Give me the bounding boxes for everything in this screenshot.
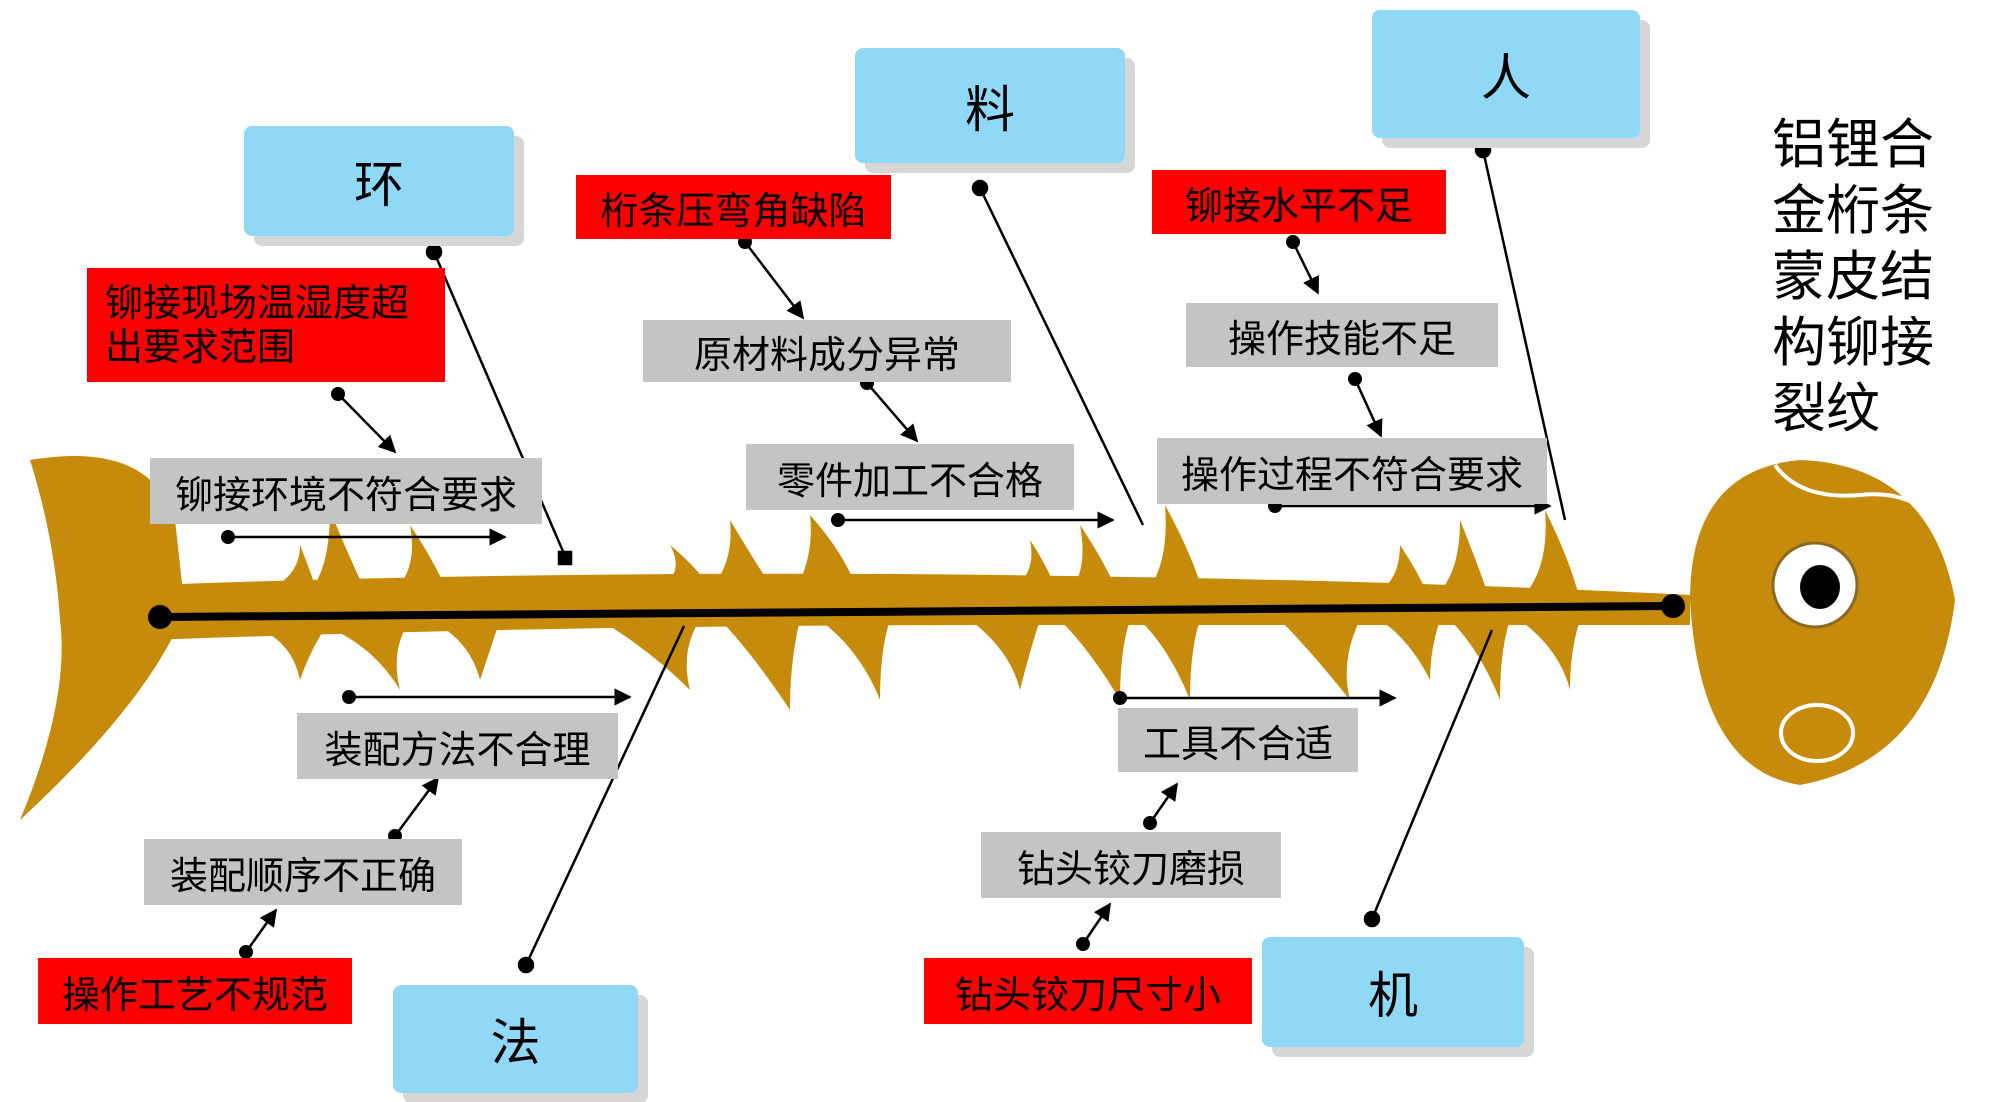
cause-meth-root: 操作工艺不规范 xyxy=(38,958,352,1024)
cause-mach-root: 钻头铰刀尺寸小 xyxy=(924,958,1252,1024)
cause-env-root: 铆接现场温湿度超出要求范围 xyxy=(87,268,445,382)
fish-gill xyxy=(1773,463,1937,522)
fish-bones-lower xyxy=(230,620,1580,710)
cause-arrow-dots xyxy=(221,235,1362,959)
cause-mat-mid1: 原材料成分异常 xyxy=(643,320,1011,382)
cause-meth-mid2: 装配方法不合理 xyxy=(297,713,618,779)
spine-tail-dot xyxy=(148,605,172,629)
category-branches xyxy=(425,141,1567,974)
spine-head-dot xyxy=(1661,594,1685,618)
cause-env-mid: 铆接环境不符合要求 xyxy=(150,458,542,524)
category-man: 人 xyxy=(1372,10,1640,138)
cause-meth-mid1: 装配顺序不正确 xyxy=(144,839,462,905)
category-method: 法 xyxy=(393,985,638,1093)
spine-line xyxy=(159,602,1674,621)
category-material: 料 xyxy=(855,48,1125,163)
cause-mach-mid1: 钻头铰刀磨损 xyxy=(981,832,1281,898)
fish-tail xyxy=(20,456,185,820)
cause-man-mid2: 操作过程不符合要求 xyxy=(1157,438,1547,504)
fish-mouth xyxy=(1779,703,1855,763)
fish-pupil xyxy=(1800,565,1840,609)
cause-man-root: 铆接水平不足 xyxy=(1152,170,1446,234)
cause-arrows xyxy=(228,241,1552,953)
problem-title: 铝锂合金桁条蒙皮结构铆接裂纹 xyxy=(1772,113,1934,440)
category-machine: 机 xyxy=(1262,937,1524,1047)
cause-man-mid1: 操作技能不足 xyxy=(1186,303,1498,367)
cause-mach-mid2: 工具不合适 xyxy=(1118,708,1358,772)
category-environment: 环 xyxy=(244,126,514,236)
cause-mat-root: 桁条压弯角缺陷 xyxy=(576,175,891,239)
cause-mat-mid2: 零件加工不合格 xyxy=(746,444,1074,510)
fish-bones-upper xyxy=(200,505,1580,600)
